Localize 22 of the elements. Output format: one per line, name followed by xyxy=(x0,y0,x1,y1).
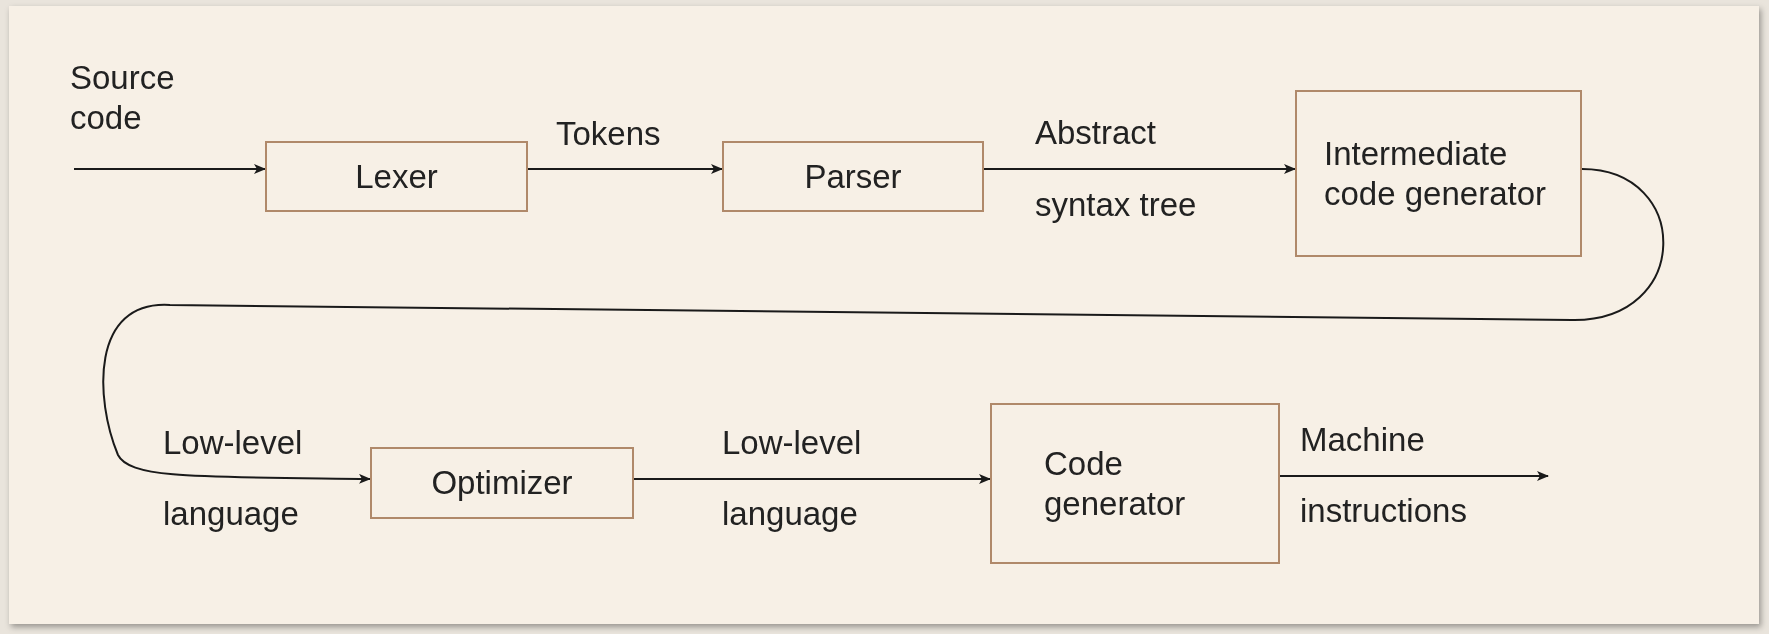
process-box xyxy=(370,447,634,519)
arrow xyxy=(633,474,991,484)
arrow xyxy=(527,164,723,174)
edge-label: Low-level language xyxy=(722,423,863,534)
arrow xyxy=(983,164,1296,174)
box-label: Parser xyxy=(804,156,902,197)
edge-label: Low-level language xyxy=(163,423,304,534)
edge-label: Source code xyxy=(70,58,176,138)
process-box xyxy=(265,141,528,212)
edge-label: Abstract syntax tree xyxy=(1035,113,1198,225)
box-label: Lexer xyxy=(355,156,438,197)
box-label: Code generator xyxy=(1044,443,1187,524)
arrow xyxy=(1279,471,1549,481)
process-box xyxy=(990,403,1280,564)
box-label: Intermediate code generator xyxy=(1324,133,1547,214)
process-box xyxy=(1295,90,1582,257)
edge-label: Machine instructions xyxy=(1300,420,1468,531)
process-box xyxy=(722,141,984,212)
edge-label: Tokens xyxy=(556,114,662,154)
box-label: Optimizer xyxy=(431,463,573,503)
arrow xyxy=(73,164,266,174)
arrow xyxy=(102,168,1665,484)
